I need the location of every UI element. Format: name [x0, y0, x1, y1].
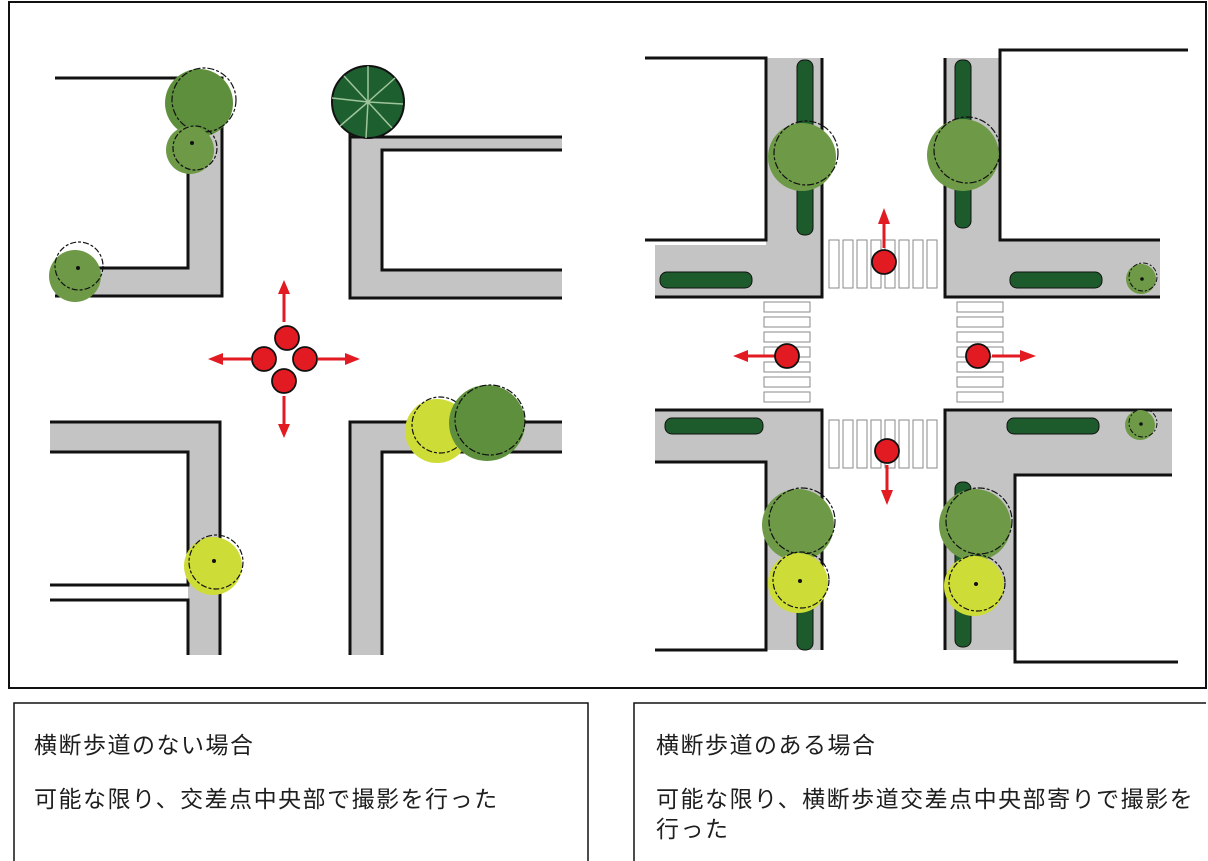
tree-icon: [927, 116, 1001, 191]
wall-sw-inner: [50, 450, 190, 587]
sidewalk-nw-r: [655, 58, 822, 297]
tree-icon: [768, 551, 830, 613]
wall-ne-inner: [380, 148, 562, 272]
tree-icon: [768, 120, 839, 191]
sidewalk-ne: [350, 137, 562, 298]
wall-nw-r-outer: [645, 56, 768, 242]
camera-group-left: [208, 280, 360, 438]
wall-se-r-outer: [943, 408, 1172, 650]
hedge-icon: [659, 59, 1103, 651]
tree-icon: [49, 241, 104, 302]
camera-point-icon: [871, 249, 897, 275]
wall-sw-box: [50, 598, 190, 655]
diagram-frame: [8, 1, 1207, 689]
camera-point-icon: [274, 325, 300, 351]
camera-point-icon: [874, 438, 900, 464]
camera-point-icon: [774, 343, 800, 369]
tree-icon: [944, 554, 1006, 616]
tree-icon: [184, 534, 244, 595]
wall-sw-r-inner: [655, 460, 768, 652]
right-caption-frame: [633, 702, 1206, 861]
tree-icon: [165, 67, 237, 137]
tree-icon: [1126, 262, 1158, 294]
caption-with-crosswalk: 横断歩道のある場合 可能な限り、横断歩道交差点中央部寄りで撮影を行った: [656, 731, 1201, 851]
camera-group-right: [733, 208, 1036, 505]
camera-point-icon: [965, 343, 991, 369]
wall-se-inner: [380, 450, 562, 655]
wall-ne-r-inner: [998, 48, 1188, 242]
camera-point-icon: [271, 368, 297, 394]
wall-nw-outer: [55, 76, 224, 298]
caption-heading: 横断歩道のない場合: [34, 733, 255, 759]
caption-no-crosswalk: 横断歩道のない場合 可能な限り、交差点中央部で撮影を行った: [34, 731, 579, 851]
camera-point-icon: [292, 346, 318, 372]
right-intersection: [645, 48, 1188, 664]
tree-icon: [939, 487, 1013, 561]
camera-point-icon: [251, 346, 277, 372]
conifer-tree-icon: [331, 65, 405, 139]
tree-icon: [166, 125, 218, 174]
caption-body: 可能な限り、横断歩道交差点中央部寄りで撮影を行った: [656, 787, 1195, 843]
left-caption-frame: [13, 702, 589, 861]
tree-icon: [449, 384, 526, 461]
sidewalk-se: [350, 422, 562, 655]
tree-icon: [1125, 408, 1158, 440]
sidewalk-sw: [50, 422, 220, 655]
direction-arrow-icon: [733, 208, 1036, 505]
wall-ne-outer: [348, 78, 562, 300]
left-intersection: [49, 65, 562, 655]
caption-heading: 横断歩道のある場合: [656, 733, 877, 759]
caption-body: 可能な限り、交差点中央部で撮影を行った: [34, 787, 499, 813]
wall-se-r-inner: [1013, 473, 1178, 664]
direction-arrow-icon: [208, 280, 360, 438]
